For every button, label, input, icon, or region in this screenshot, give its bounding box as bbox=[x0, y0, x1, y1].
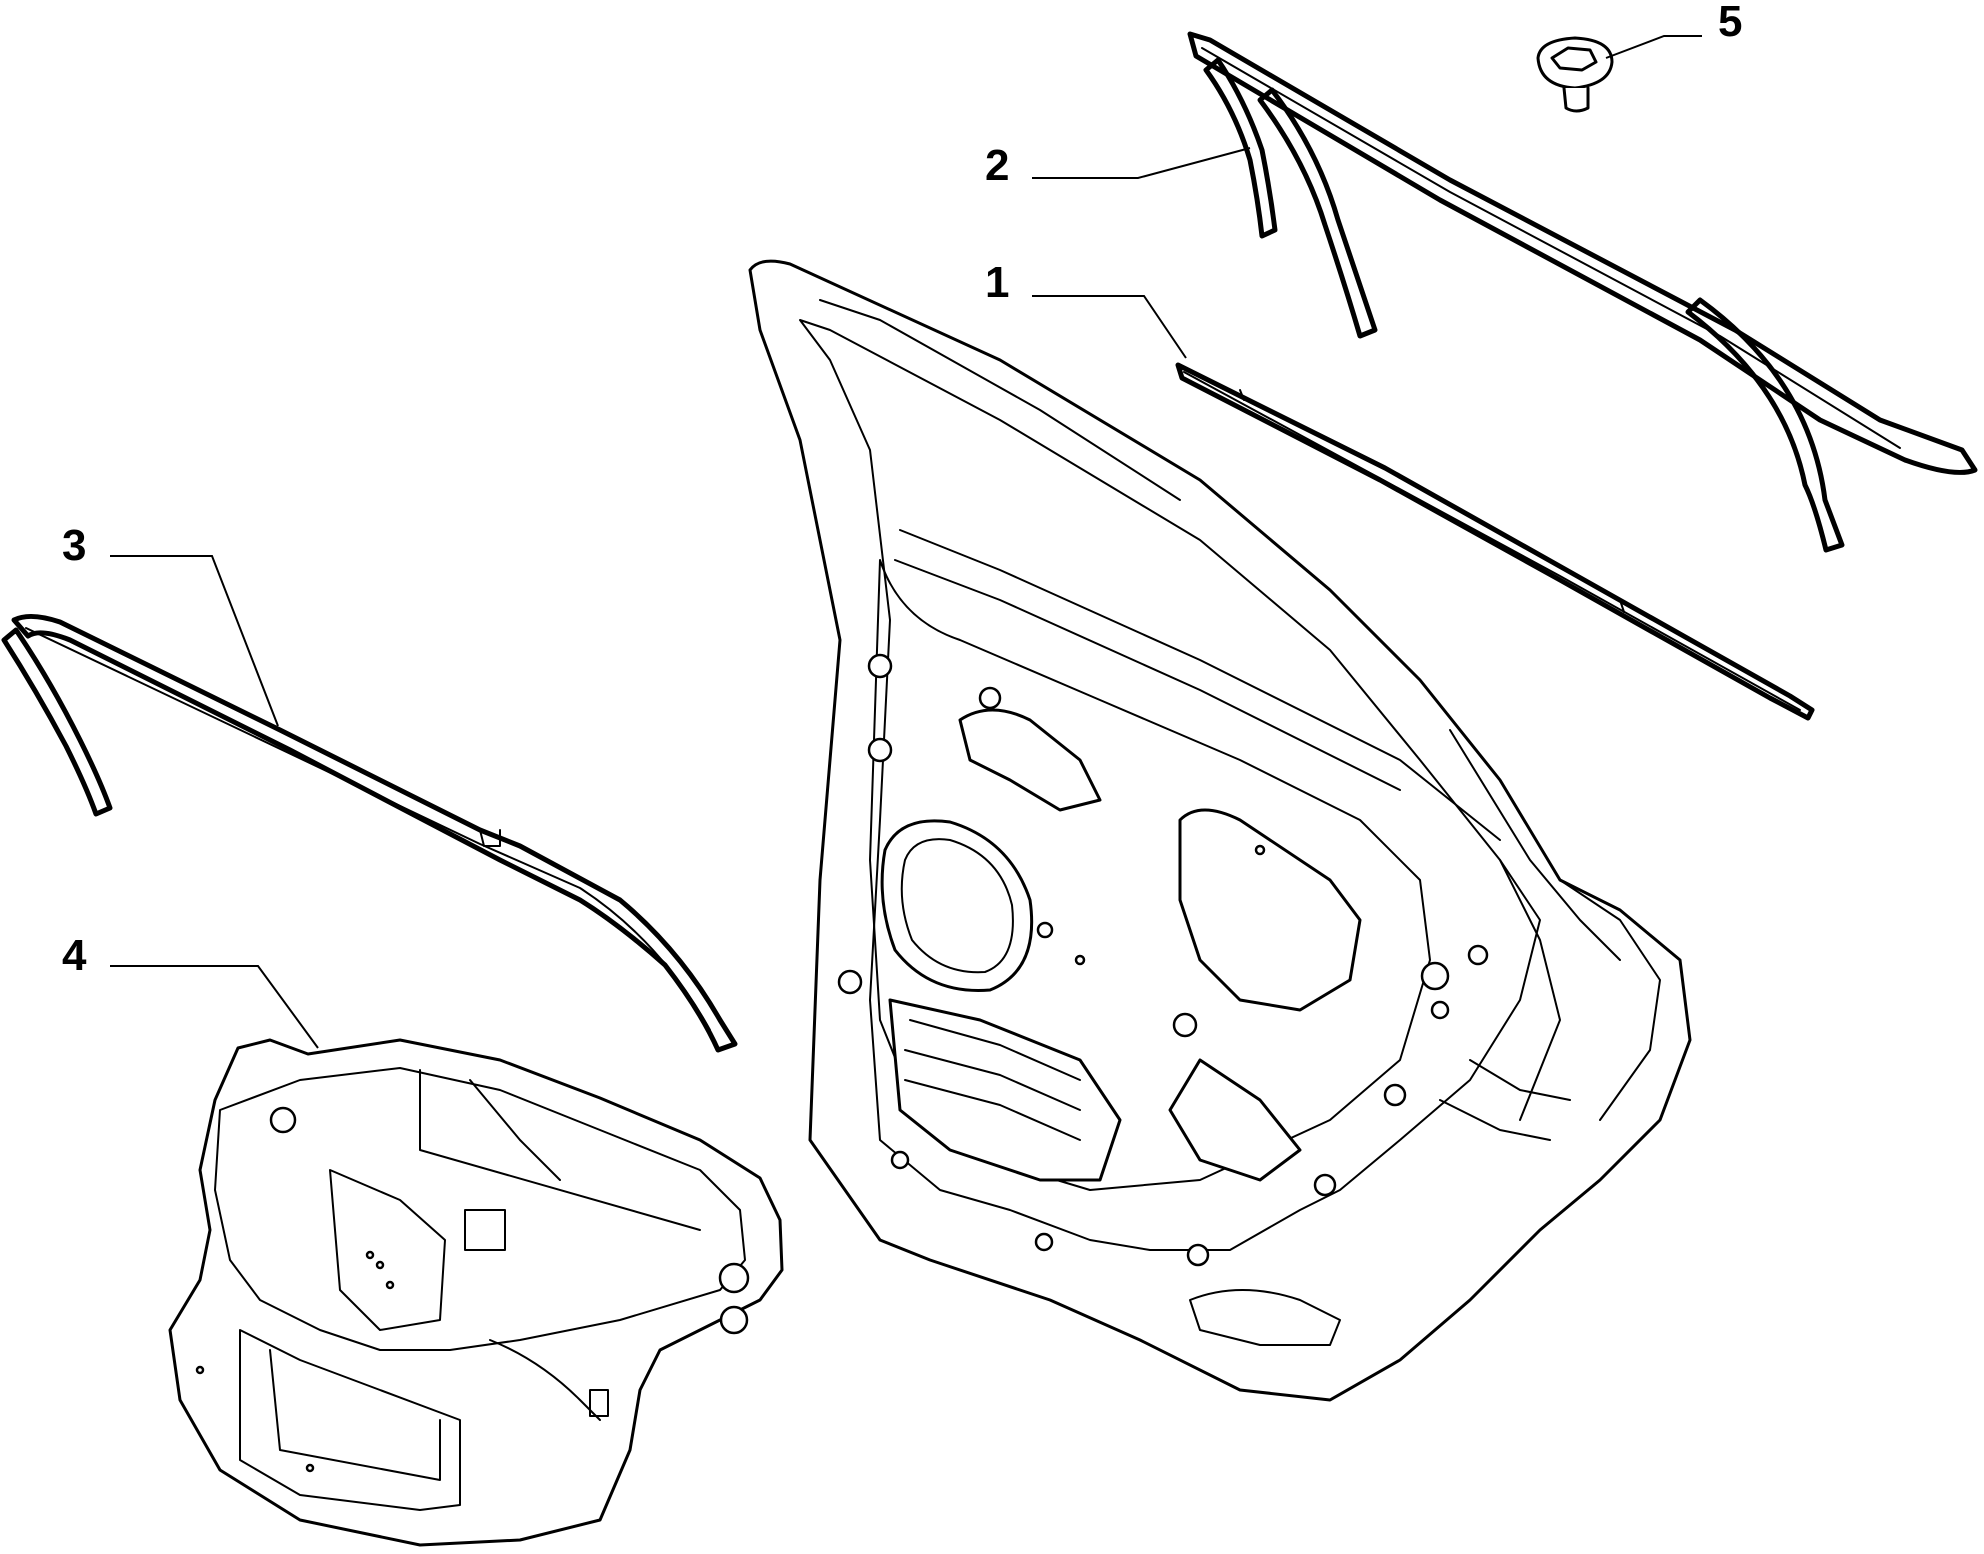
part-3-window-run-channel[interactable] bbox=[1, 614, 738, 1053]
callout-5: 5 bbox=[1718, 0, 1742, 46]
leader-line-5 bbox=[1605, 35, 1702, 59]
callout-4: 4 bbox=[62, 931, 87, 980]
leader-line-2 bbox=[1032, 147, 1251, 179]
callout-2: 2 bbox=[985, 141, 1009, 190]
part-4-door-trim-shield[interactable] bbox=[168, 1038, 784, 1547]
part-2-window-frame-seal[interactable] bbox=[1187, 31, 1978, 553]
leader-line-3 bbox=[110, 555, 279, 727]
leader-line-1 bbox=[1032, 295, 1187, 359]
leader-line-4 bbox=[110, 965, 319, 1049]
callout-1: 1 bbox=[985, 258, 1009, 307]
callout-3: 3 bbox=[62, 521, 86, 570]
door-shell[interactable] bbox=[748, 259, 1692, 1402]
part-1-belt-molding[interactable] bbox=[1175, 362, 1815, 721]
part-5-screw[interactable] bbox=[1536, 36, 1614, 113]
